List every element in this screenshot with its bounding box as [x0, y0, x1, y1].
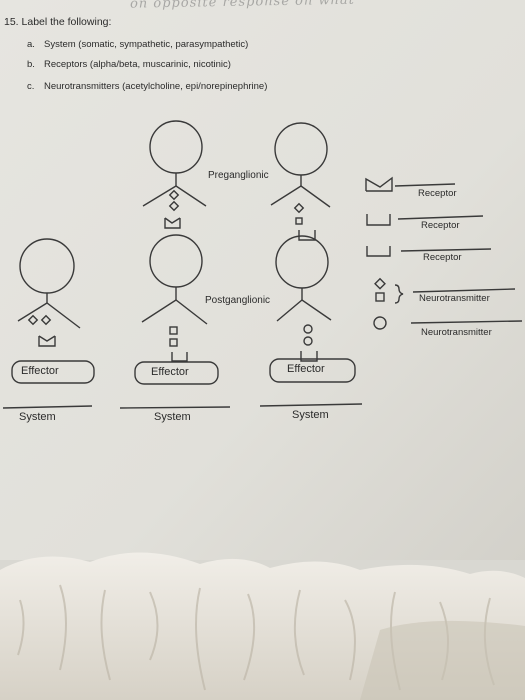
postganglionic-label: Postganglionic — [205, 295, 271, 306]
receptor-label-2: Receptor — [421, 220, 460, 231]
neurotransmitter-label-2: Neurotransmitter — [421, 327, 492, 338]
effector-label-2: Effector — [151, 366, 189, 378]
item-b-text: Receptors (alpha/beta, muscarinic, nicot… — [44, 59, 231, 70]
fur-blanket — [0, 552, 525, 700]
preganglionic-label: Preganglionic — [208, 170, 269, 181]
item-b-marker: b. — [27, 59, 35, 70]
receptor-label-1: Receptor — [418, 188, 457, 199]
effector-label-1: Effector — [21, 365, 59, 377]
system-label-2: System — [154, 411, 191, 423]
item-c-text: Neurotransmitters (acetylcholine, epi/no… — [44, 81, 268, 92]
receptor-label-3: Receptor — [423, 252, 462, 263]
neurotransmitter-label-1: Neurotransmitter — [419, 293, 490, 304]
effector-label-3: Effector — [287, 363, 325, 375]
item-c-marker: c. — [27, 81, 35, 92]
system-label-1: System — [19, 411, 56, 423]
item-a-text: System (somatic, sympathetic, parasympat… — [44, 39, 249, 50]
item-a-marker: a. — [27, 39, 35, 50]
system-label-3: System — [292, 409, 329, 421]
question-title: 15. Label the following: — [4, 16, 112, 28]
worksheet-paper — [0, 0, 525, 560]
